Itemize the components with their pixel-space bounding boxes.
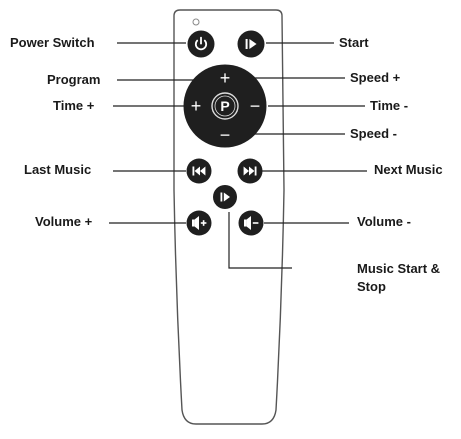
label-next-music: Next Music [374,162,443,177]
program-icon: P [220,98,229,114]
label-last-music: Last Music [24,162,92,177]
label-volume-plus: Volume + [35,214,93,229]
label-power-switch: Power Switch [10,35,95,50]
power-button [187,30,215,58]
time-minus-glyph: − [250,96,261,116]
time-plus-glyph: + [191,96,202,116]
label-speed-plus: Speed + [350,70,401,85]
label-music-start-stop-line1: Music Start & [357,261,441,276]
next-music-button [237,158,263,184]
indicator-light [192,18,200,26]
speed-minus-glyph: − [220,125,231,145]
volume-down-button [238,210,264,236]
label-speed-minus: Speed - [350,126,397,141]
label-time-plus: Time + [53,98,95,113]
program-button: P [211,92,239,120]
leader-lines [109,42,367,269]
skip-back-icon [192,166,206,176]
volume-up-icon [192,216,207,230]
start-button [237,30,265,58]
volume-up-button [186,210,212,236]
label-volume-minus: Volume - [357,214,411,229]
label-music-start-stop-line2: Stop [357,279,386,294]
play-pause-icon [220,192,230,202]
play-pause-icon [245,39,257,49]
label-start: Start [339,35,369,50]
skip-forward-icon [243,166,257,176]
label-time-minus: Time - [370,98,409,113]
music-start-stop-button [213,185,237,209]
speed-plus-glyph: + [220,68,231,88]
label-program: Program [47,72,101,87]
power-icon [194,36,208,51]
volume-down-icon [244,216,259,230]
last-music-button [186,158,212,184]
